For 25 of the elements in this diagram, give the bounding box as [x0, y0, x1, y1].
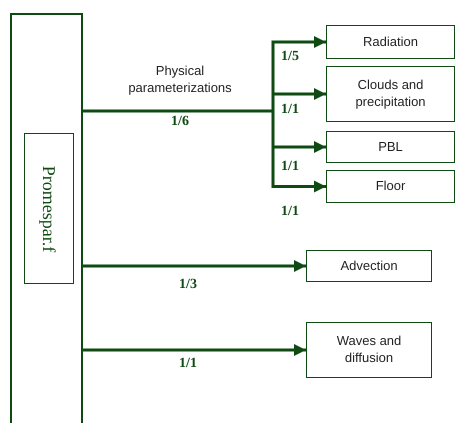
process-box: [326, 66, 455, 122]
process-name: PBL: [377, 138, 404, 156]
process-name: Waves and diffusion: [336, 333, 402, 367]
arrow: [83, 260, 306, 272]
process-name: Floor: [374, 178, 406, 195]
edge-label: 1/1: [281, 205, 299, 219]
process-box: [326, 131, 455, 163]
edge-label: 1/1: [281, 103, 299, 117]
file-name: Promespar.f: [40, 165, 58, 252]
process-box: [306, 250, 432, 282]
file-box: [24, 133, 74, 284]
process-name: Radiation: [362, 34, 419, 50]
module-frame: [10, 13, 83, 423]
ratio-label: 1/6: [171, 115, 189, 129]
process-box: [306, 322, 432, 378]
process-box: [326, 170, 455, 203]
arrow: [83, 344, 306, 356]
edge-label: 1/1: [281, 160, 299, 174]
edge-label: 1/1: [179, 357, 197, 371]
edge-label: 1/5: [281, 50, 299, 64]
process-name: Clouds and precipitation: [354, 77, 427, 111]
process-box: [326, 25, 455, 59]
edge-label: 1/3: [179, 278, 197, 292]
branch-label: Physical parameterizations: [127, 63, 233, 97]
process-name: Advection: [339, 258, 399, 274]
